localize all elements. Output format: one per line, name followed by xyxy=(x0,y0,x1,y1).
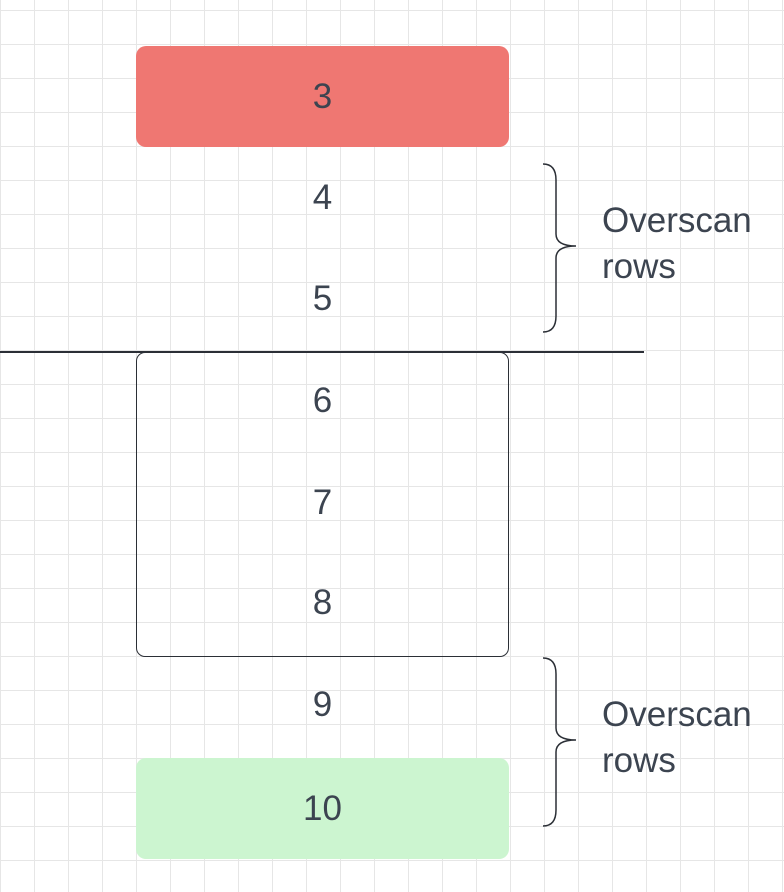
row-7: 7 xyxy=(136,452,509,553)
row-4: 4 xyxy=(136,147,509,248)
row-label: 6 xyxy=(312,380,333,420)
row-label: 7 xyxy=(312,482,333,522)
row-label: 8 xyxy=(312,582,333,622)
row-6: 6 xyxy=(136,350,509,451)
row-label: 5 xyxy=(312,278,333,318)
curly-brace-top xyxy=(542,163,577,333)
row-8: 8 xyxy=(136,552,509,653)
row-label: 9 xyxy=(312,684,333,724)
curly-brace-bottom xyxy=(542,657,577,827)
row-5: 5 xyxy=(136,248,509,349)
row-label: 4 xyxy=(312,177,333,217)
row-3: 3 xyxy=(136,46,509,147)
row-10: 10 xyxy=(136,758,509,859)
row-9: 9 xyxy=(136,654,509,755)
row-label: 10 xyxy=(303,788,342,828)
row-label: 3 xyxy=(312,76,333,116)
overscan-label-top: Overscan rows xyxy=(602,201,752,286)
visible-viewport-box xyxy=(136,352,509,657)
overscan-label-bottom: Overscan rows xyxy=(602,695,752,780)
viewport-top-line xyxy=(0,351,644,353)
